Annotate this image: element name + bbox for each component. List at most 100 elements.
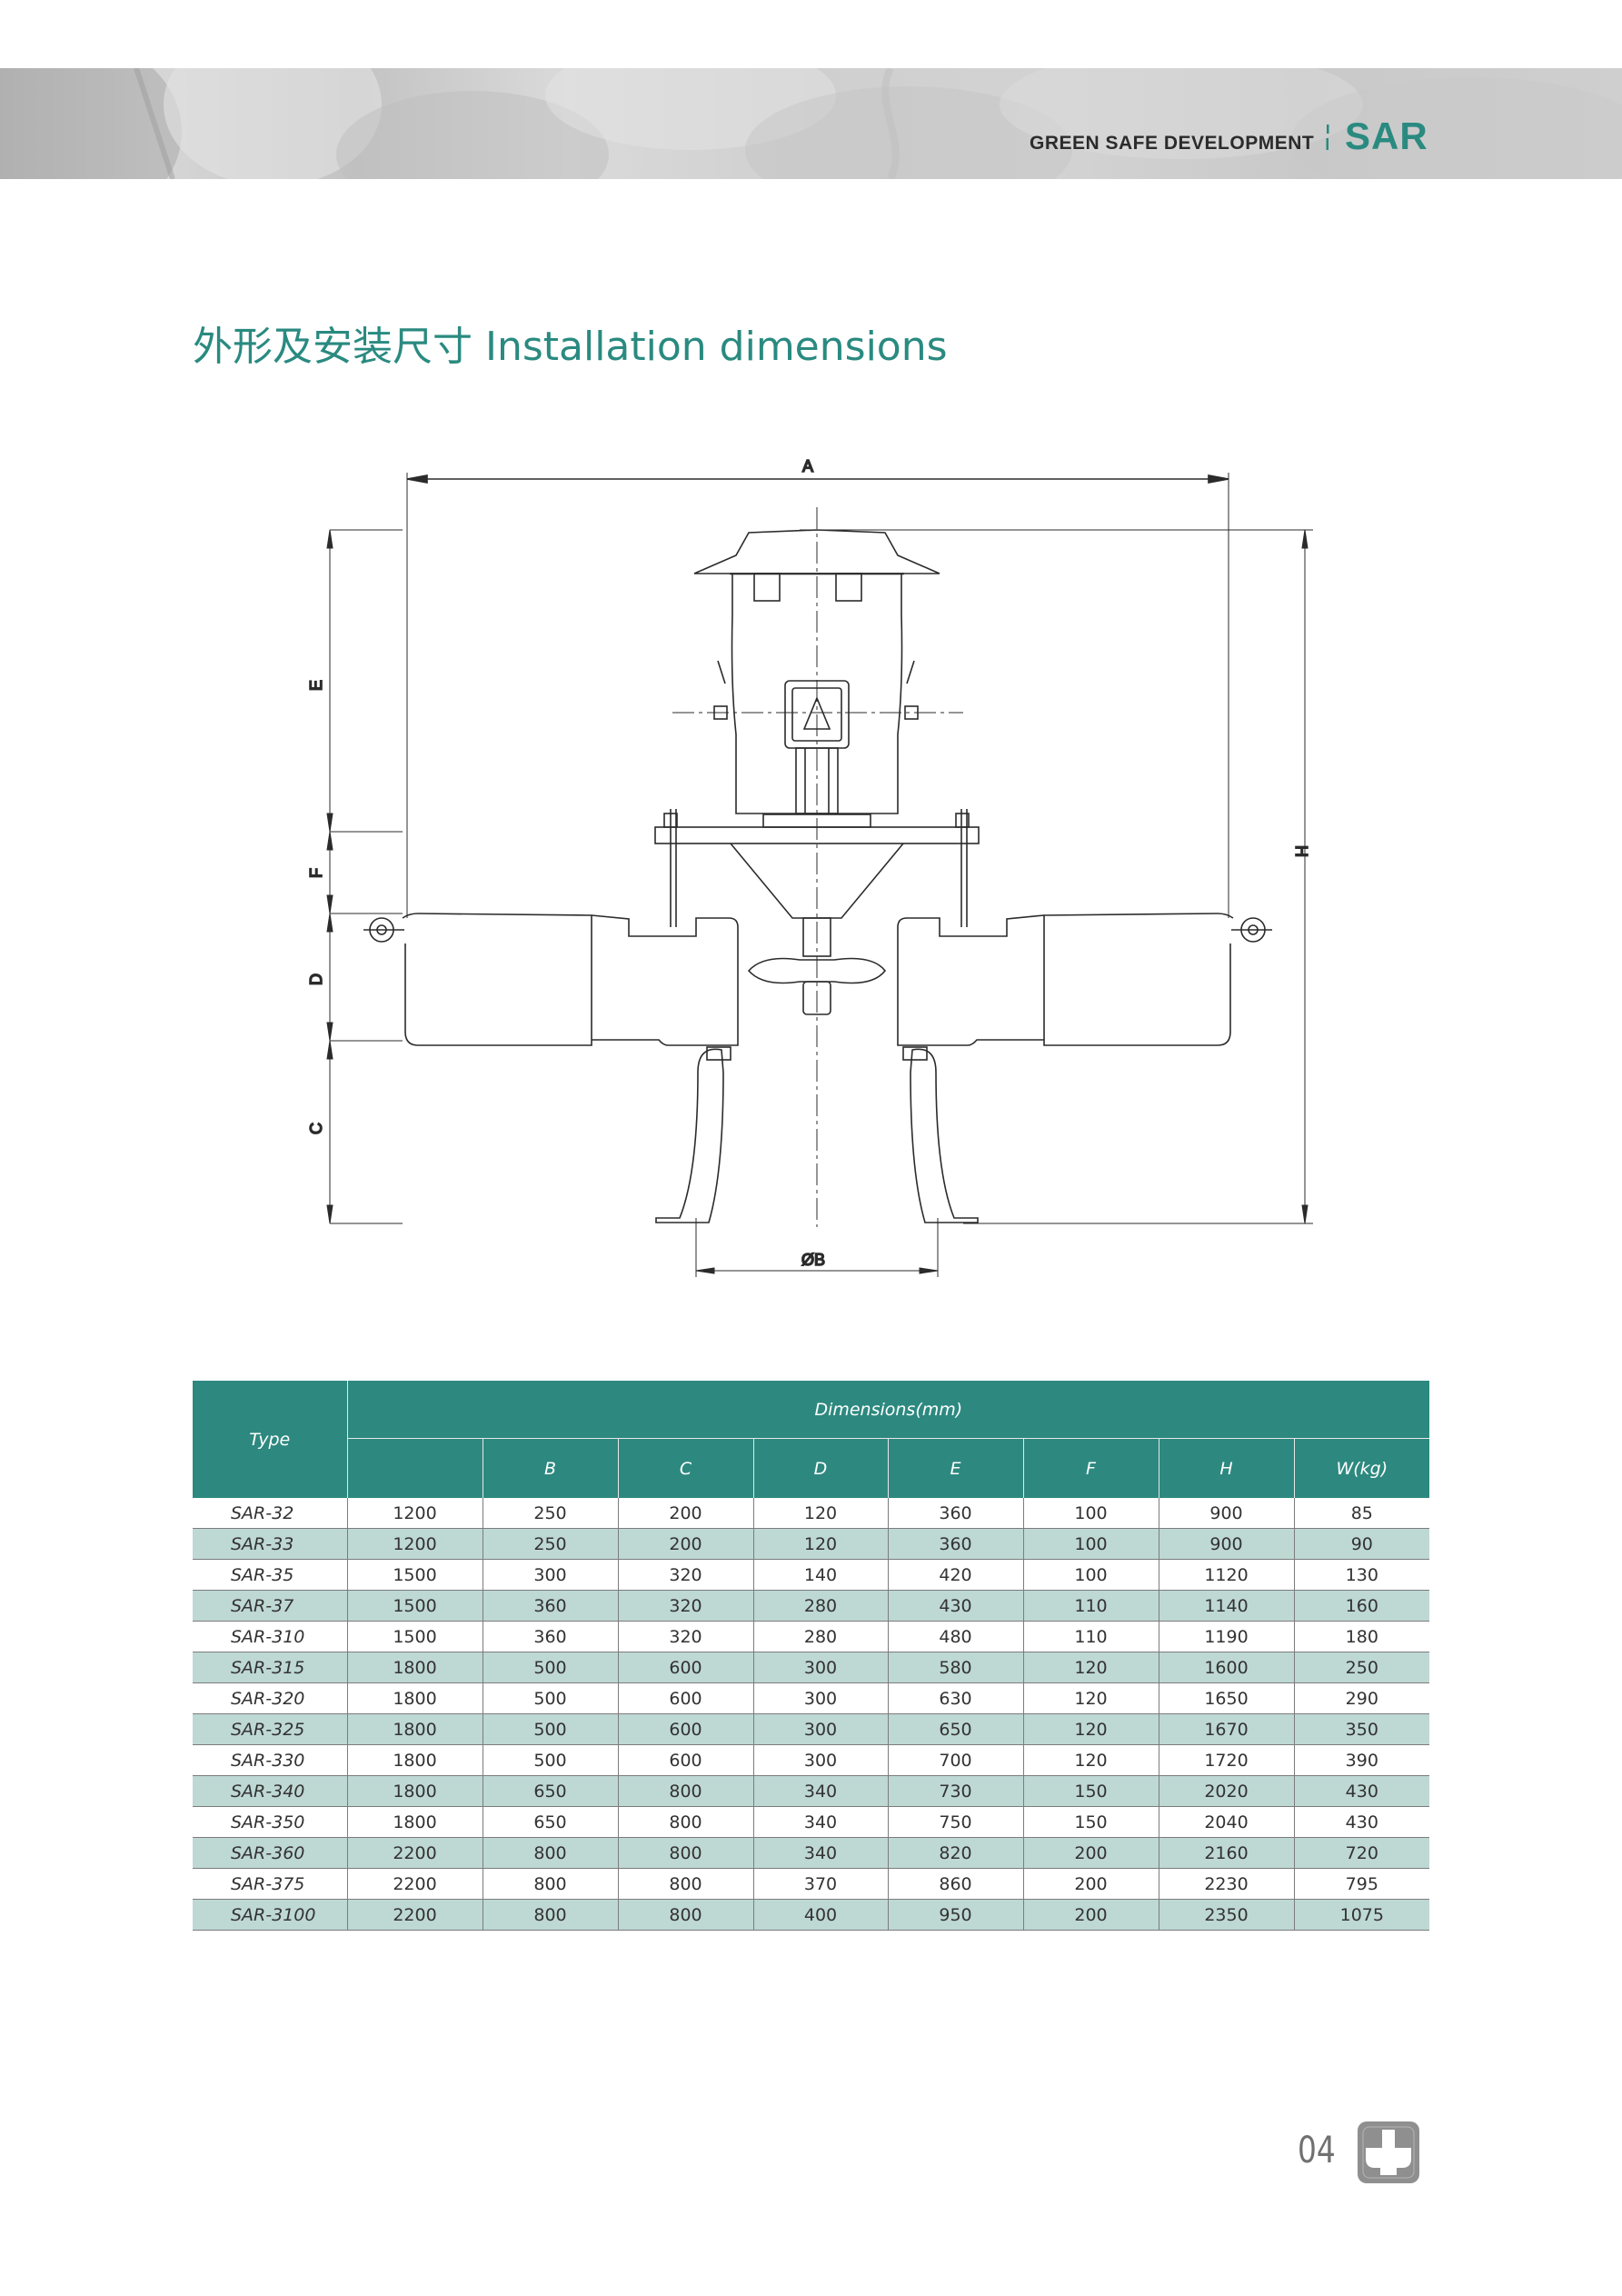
dimension-cell: 800 [617,1837,753,1869]
dimension-cell: 200 [617,1528,753,1560]
dimension-cell: 1800 [346,1652,483,1683]
dimension-cell: 120 [752,1498,888,1529]
dim-label-h: H [1292,845,1310,857]
dimension-left-chain [326,529,403,1224]
dim-label-d: D [307,973,325,985]
type-cell: SAR-340 [193,1775,347,1807]
dim-label-c: C [307,1123,325,1134]
dimension-cell: 1500 [346,1559,483,1591]
impeller [747,957,887,1015]
dimension-cell: 200 [1022,1899,1159,1931]
dimension-cell: 580 [887,1652,1023,1683]
dimension-cell: 2200 [346,1837,483,1869]
dimension-cell: 600 [617,1713,753,1745]
dimension-cell: 300 [752,1744,888,1776]
dimension-cell: 2200 [346,1899,483,1931]
dimension-cell: 1800 [346,1682,483,1714]
dimension-cell: 400 [752,1899,888,1931]
dimension-cell: 360 [482,1590,618,1622]
dimension-cell: 2040 [1158,1806,1294,1838]
dimension-cell: 250 [482,1528,618,1560]
page-number: 04 [1298,2130,1336,2171]
dimension-cell: 800 [482,1899,618,1931]
dimension-cell: 800 [617,1806,753,1838]
type-cell: SAR-37 [193,1590,347,1622]
dimension-cell: 200 [1022,1868,1159,1900]
brand-logo-text: SAR [1345,115,1428,157]
dimension-cell: 720 [1293,1837,1430,1869]
dimension-cell: 280 [752,1621,888,1652]
dimension-cell: 150 [1022,1775,1159,1807]
dimension-cell: 280 [752,1590,888,1622]
dim-label-e: E [307,680,325,691]
motor-hood [693,529,940,602]
column-header: B [482,1438,618,1498]
dimension-cell: 1075 [1293,1899,1430,1931]
header-slogan: GREEN SAFE DEVELOPMENT [1030,133,1315,154]
dimension-cell: 630 [887,1682,1023,1714]
dimension-cell: 200 [617,1498,753,1529]
dimension-cell: 320 [617,1590,753,1622]
dimension-cell: 100 [1022,1498,1159,1529]
dimension-cell: 800 [617,1775,753,1807]
dimension-cell: 130 [1293,1559,1430,1591]
column-header: C [617,1438,753,1498]
dimension-cell: 340 [752,1837,888,1869]
mounting-plate [654,809,980,957]
dimension-cell: 860 [887,1868,1023,1900]
dimension-cell: 110 [1022,1621,1159,1652]
dimensions-group-header: Dimensions(mm) [346,1381,1430,1439]
dimension-cell: 800 [482,1868,618,1900]
dimension-cell: 140 [752,1559,888,1591]
dimension-cell: 1500 [346,1590,483,1622]
dimension-cell: 250 [1293,1652,1430,1683]
dimension-cell: 795 [1293,1868,1430,1900]
dimension-cell: 2200 [346,1868,483,1900]
dimension-cell: 1670 [1158,1713,1294,1745]
header-banner [0,68,1622,179]
dimension-cell: 250 [482,1498,618,1529]
right-float [897,913,1272,1046]
dimension-cell: 1800 [346,1775,483,1807]
dimension-cell: 2020 [1158,1775,1294,1807]
dimension-cell: 500 [482,1744,618,1776]
page-title: 外形及安装尺寸 Installation dimensions [193,324,948,370]
dimension-cell: 300 [752,1652,888,1683]
dimension-cell: 340 [752,1775,888,1807]
dimension-cell: 1500 [346,1621,483,1652]
dimension-cell: 1800 [346,1713,483,1745]
dimension-cell: 110 [1022,1590,1159,1622]
column-header [346,1438,483,1498]
column-header: E [887,1438,1023,1498]
dimension-cell: 120 [1022,1652,1159,1683]
dimension-h-line [800,529,1313,1224]
dimension-cell: 120 [1022,1682,1159,1714]
dimension-cell: 1800 [346,1806,483,1838]
dimension-cell: 430 [887,1590,1023,1622]
dimension-cell: 300 [752,1682,888,1714]
dimension-cell: 420 [887,1559,1023,1591]
installation-drawing: A E F D C H ØB [306,456,1313,1277]
dimension-cell: 500 [482,1652,618,1683]
column-header: D [752,1438,888,1498]
dimension-cell: 360 [887,1498,1023,1529]
dimension-cell: 480 [887,1621,1023,1652]
dimension-cell: 370 [752,1868,888,1900]
dimension-cell: 90 [1293,1528,1430,1560]
type-cell: SAR-35 [193,1559,347,1591]
motor-body [672,574,963,814]
dimension-cell: 390 [1293,1744,1430,1776]
dimension-cell: 360 [482,1621,618,1652]
dim-label-f: F [307,868,325,878]
dimension-cell: 750 [887,1806,1023,1838]
